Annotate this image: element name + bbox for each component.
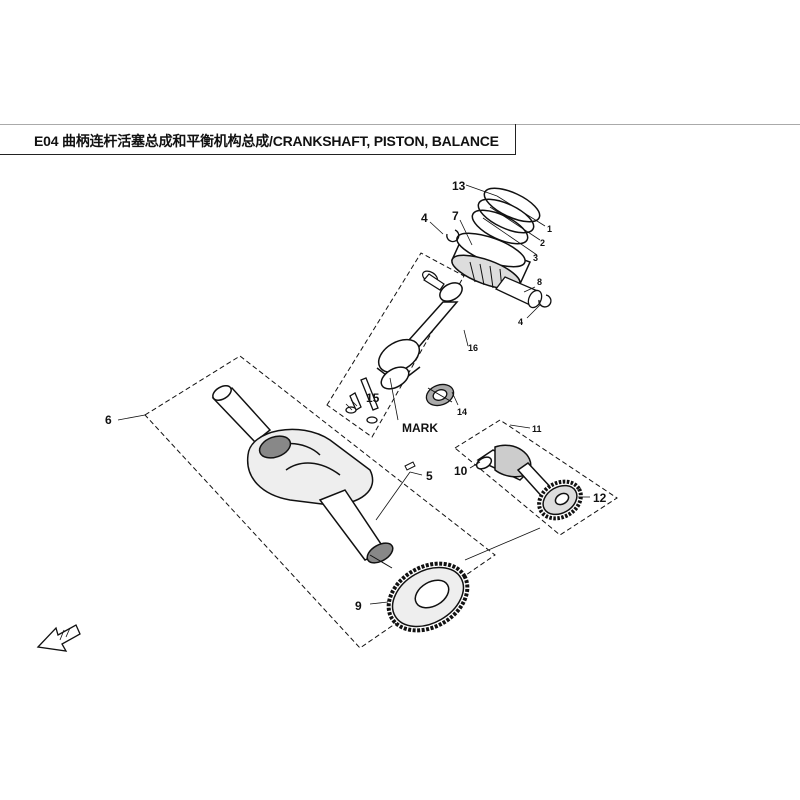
callout-9: 9 <box>355 599 362 613</box>
callout-11: 11 <box>532 424 542 434</box>
direction-arrow-icon <box>36 624 81 652</box>
title-bar <box>0 124 516 155</box>
connecting-rod <box>376 282 463 390</box>
circlips <box>446 229 552 308</box>
small-end-bearing <box>422 270 445 291</box>
callout-4-top: 4 <box>421 211 428 225</box>
balance-shaft-group-outline <box>454 419 618 536</box>
callout-16: 16 <box>468 343 478 353</box>
callout-10: 10 <box>454 464 468 478</box>
crank-gear <box>386 561 470 633</box>
callout-1: 1 <box>547 224 552 234</box>
page-title: E04 曲柄连杆活塞总成和平衡机构总成/CRANKSHAFT, PISTON, … <box>34 133 499 149</box>
woodruff-key <box>404 461 416 471</box>
crankshaft-group-outline <box>144 355 496 649</box>
leader-lines <box>117 184 590 605</box>
connecting-rod-group-outline <box>326 252 465 438</box>
callout-15: 15 <box>366 391 380 405</box>
callout-13: 13 <box>452 179 466 193</box>
crankshaft <box>211 385 394 569</box>
callout-14: 14 <box>457 407 467 417</box>
callout-6: 6 <box>105 413 112 427</box>
header-rule <box>0 124 800 125</box>
callout-4-bottom: 4 <box>518 317 523 327</box>
callout-8: 8 <box>537 277 542 287</box>
mark-label: MARK <box>402 421 438 435</box>
callout-12: 12 <box>593 491 607 505</box>
rod-bolts <box>345 377 379 424</box>
callout-7: 7 <box>452 209 459 223</box>
piston <box>450 232 532 290</box>
bearing-shells <box>425 383 455 407</box>
callout-3: 3 <box>533 253 538 263</box>
piston-pin <box>495 276 543 309</box>
callout-2: 2 <box>540 238 545 248</box>
balance-gear <box>537 479 583 521</box>
callout-5: 5 <box>426 469 433 483</box>
